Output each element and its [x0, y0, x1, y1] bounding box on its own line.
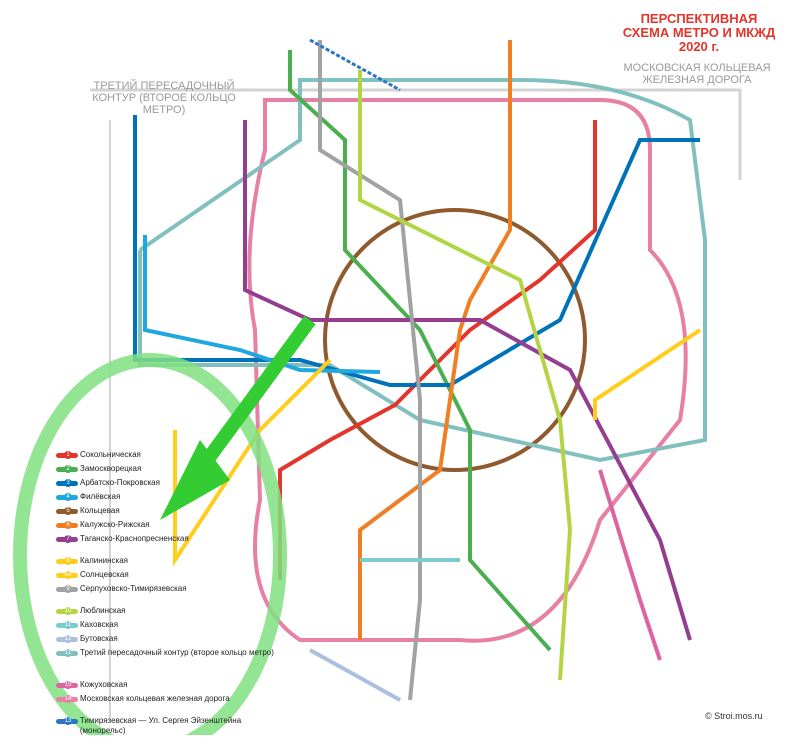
- legend-line-number: 10: [64, 607, 72, 615]
- ring-line: [323, 208, 587, 472]
- highlight-arrow-shaft: [194, 315, 316, 475]
- legend-label: Московская кольцевая железная дорога: [80, 694, 230, 703]
- title-line-3: 2020 г.: [678, 39, 720, 54]
- map-title: ПЕРСПЕКТИВНАЯ СХЕМА МЕТРО И МКЖД 2020 г.: [614, 12, 784, 54]
- legend-item: 10 Люблинская: [56, 606, 286, 620]
- legend-item: 11 Каховская: [56, 620, 286, 634]
- legend-label: Сокольническая: [80, 450, 141, 459]
- legend-item: 6 Калужско-Рижская: [56, 520, 286, 534]
- tpk-note: ТРЕТИЙ ПЕРЕСАДОЧНЫЙ КОНТУР (ВТОРОЕ КОЛЬЦ…: [92, 80, 236, 116]
- legend-item: 8 Калининская: [56, 556, 286, 570]
- legend-line-number: 3: [64, 479, 72, 487]
- legend-label: Солнцевская: [80, 570, 129, 579]
- legend-label: Замоскворецкая: [80, 464, 142, 473]
- mcc-ring-gray: [90, 88, 742, 180]
- line-8: [593, 328, 702, 420]
- copyright: © Stroi.mos.ru: [705, 711, 763, 721]
- legend-label: Тимирязевская — Ул. Сергея Эйзенштейна (…: [79, 716, 242, 735]
- line-4: [143, 235, 381, 374]
- legend-label: Калужско-Рижская: [80, 520, 150, 529]
- legend-label: Арбатско-Покровская: [80, 478, 160, 487]
- legend-item: 3 Арбатско-Покровская: [56, 478, 286, 492]
- legend-label: Филёвская: [80, 492, 121, 501]
- line-2: [288, 50, 552, 652]
- legend-line-number: 8: [64, 557, 72, 565]
- legend-line-number: 15: [64, 681, 72, 689]
- legend-item: 4 Филёвская: [56, 492, 286, 506]
- legend-item: 2 Замоскворецкая: [56, 464, 286, 478]
- legend-item: 13 Тимирязевская — Ул. Сергея Эйзенштейна…: [56, 716, 286, 748]
- highlight-arrow-head: [160, 440, 230, 520]
- legend-item: 11 Третий пересадочный контур (второе кол…: [56, 648, 286, 680]
- legend-label: Кожуховская: [80, 680, 128, 689]
- legend: 1 Сокольническая 2 Замоскворецкая 3 Арбатско-…: [56, 450, 286, 748]
- legend-item: 14 Московская кольцевая железная дорога: [56, 694, 286, 716]
- legend-line-number: 8A: [64, 571, 72, 579]
- line-6: [358, 40, 512, 640]
- line-12: [309, 648, 401, 702]
- legend-item: 9 Серпуховско-Тимирязевская: [56, 584, 286, 606]
- legend-item: 5 Кольцевая: [56, 506, 286, 520]
- legend-item: 12 Бутовская: [56, 634, 286, 648]
- legend-line-number: 14: [64, 695, 72, 703]
- line-1: [278, 120, 597, 580]
- legend-label: Люблинская: [80, 606, 126, 615]
- legend-label: Бутовская: [80, 634, 118, 643]
- legend-label: Третий пересадочный контур (второе кольц…: [80, 648, 274, 657]
- mcc-note: МОСКОВСКАЯ КОЛЬЦЕВАЯ ЖЕЛЕЗНАЯ ДОРОГА: [623, 62, 771, 86]
- line-7: [243, 120, 692, 641]
- legend-line-number: 12: [64, 635, 72, 643]
- legend-item: 7 Таганско-Краснопресненская: [56, 534, 286, 556]
- legend-line-number: 1: [64, 451, 72, 459]
- title-line-2: СХЕМА МЕТРО И МКЖД: [622, 25, 776, 40]
- legend-line-number: 5: [64, 507, 72, 515]
- legend-line-number: 11: [64, 649, 72, 657]
- line-13: [309, 38, 401, 92]
- line-15: [598, 469, 662, 661]
- legend-label: Кольцевая: [80, 506, 120, 515]
- legend-label: Каховская: [80, 620, 119, 629]
- legend-line-number: 4: [64, 493, 72, 501]
- legend-item: 15 Кожуховская: [56, 680, 286, 694]
- legend-label: Серпуховско-Тимирязевская: [80, 584, 187, 593]
- legend-line-number: 7: [64, 535, 72, 543]
- title-line-1: ПЕРСПЕКТИВНАЯ: [640, 11, 758, 26]
- legend-label: Таганско-Краснопресненская: [80, 534, 189, 543]
- legend-label: Калининская: [80, 556, 129, 565]
- legend-line-number: 6: [64, 521, 72, 529]
- tpk-ring: [138, 78, 707, 463]
- line-9: [318, 40, 422, 701]
- legend-line-number: 11: [64, 621, 72, 629]
- highlight-circle: [13, 353, 287, 735]
- legend-line-number: 13: [64, 717, 72, 725]
- legend-item: 8A Солнцевская: [56, 570, 286, 584]
- legend-line-number: 2: [64, 465, 72, 473]
- legend-line-number: 9: [64, 585, 72, 593]
- line-10: [358, 70, 573, 681]
- legend-item: 1 Сокольническая: [56, 450, 286, 464]
